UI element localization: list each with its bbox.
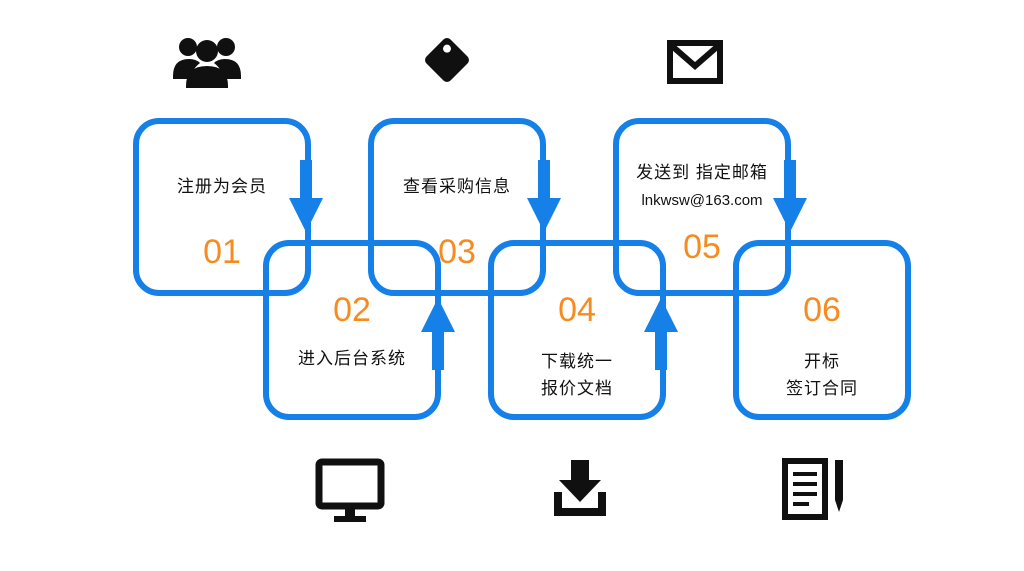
monitor-icon: [315, 458, 385, 524]
step-label: 查看采购信息: [403, 177, 511, 196]
step-label-line1: 下载统一: [541, 352, 613, 371]
step-number: 05: [683, 228, 721, 266]
step-email: lnkwsw@163.com: [641, 192, 763, 209]
arrow-down-step3-to-step4-icon: [527, 160, 561, 232]
tag-icon: [422, 35, 472, 85]
step-number: 02: [333, 291, 371, 329]
step-label: 进入后台系统: [298, 349, 406, 368]
arrow-down-step5-to-step6-icon: [773, 160, 807, 232]
step-label: 发送到 指定邮箱: [636, 163, 768, 182]
step-box-02: 02 进入后台系统: [263, 240, 441, 420]
step-box-06: 06 开标 签订合同: [733, 240, 911, 420]
step-label-line1: 开标: [804, 352, 840, 371]
people-group-icon: [172, 34, 242, 90]
step-number: 03: [438, 233, 476, 271]
step-label: 下载统一 报价文档: [541, 348, 613, 402]
step-number: 04: [558, 291, 596, 329]
step-label: 注册为会员: [177, 177, 267, 196]
step-label-line2: 报价文档: [541, 379, 613, 398]
envelope-icon: [667, 40, 723, 84]
step-number: 01: [203, 233, 241, 271]
step-label: 开标 签订合同: [786, 348, 858, 402]
document-pen-icon: [782, 458, 848, 520]
step-number: 06: [803, 291, 841, 329]
download-icon: [552, 460, 608, 518]
arrow-down-step1-to-step2-icon: [289, 160, 323, 232]
arrow-up-step4-to-step5-icon: [644, 298, 678, 370]
step-label-line2: 签订合同: [786, 379, 858, 398]
arrow-up-step2-to-step3-icon: [421, 298, 455, 370]
